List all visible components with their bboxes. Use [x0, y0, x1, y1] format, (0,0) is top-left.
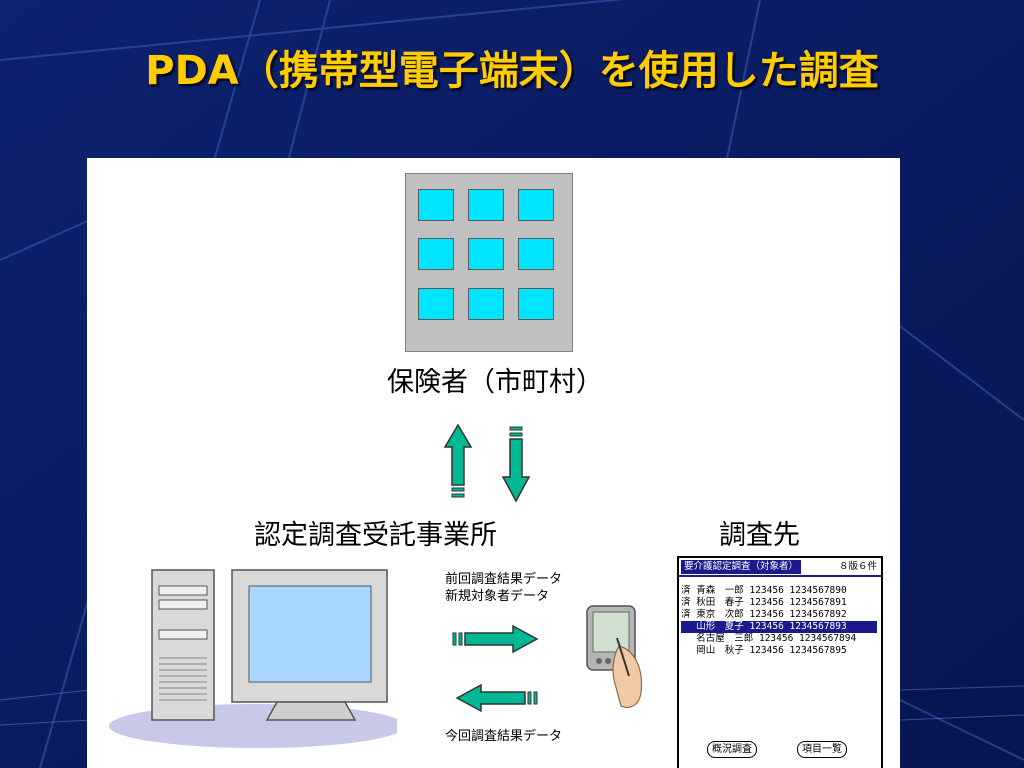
- item-list-button[interactable]: 項目一覧: [797, 741, 847, 758]
- pda-header-divider: [679, 575, 881, 577]
- pda-list-row[interactable]: 名古屋 三郎 123456 1234567894: [681, 633, 877, 645]
- pda-row-status: 済: [681, 609, 697, 620]
- pda-row-number: 1234567890: [789, 585, 847, 596]
- pda-row-status: [681, 633, 696, 644]
- pda-row-name: 名古屋 三郎: [696, 633, 759, 644]
- pda-row-name: 山形 夏子: [696, 621, 750, 632]
- pda-device-icon: [586, 605, 643, 709]
- pda-row-name: 青森 一郎: [696, 585, 750, 596]
- pda-row-code: 123456: [749, 645, 790, 656]
- pda-row-status: [681, 621, 696, 632]
- pda-row-name: 岡山 秋子: [696, 645, 750, 656]
- computer-icon: [109, 569, 397, 748]
- overview-survey-button[interactable]: 概況調査: [707, 741, 757, 758]
- exchange-arrows-horizontal-icon: [452, 624, 539, 713]
- pda-row-name: 東京 次郎: [696, 609, 750, 620]
- pda-row-code: 123456: [749, 597, 790, 608]
- pda-list-row[interactable]: 済 秋田 春子 123456 1234567891: [681, 597, 877, 609]
- pda-list-row[interactable]: 済 青森 一郎 123456 1234567890: [681, 585, 877, 597]
- pda-screen: 要介護認定調査（対象者） ８版６件 済 青森 一郎 123456 1234567…: [677, 556, 883, 768]
- pda-list-row[interactable]: 山形 夏子 123456 1234567893: [681, 621, 877, 633]
- pda-row-name: 秋田 春子: [696, 597, 750, 608]
- site-label: 調査先: [719, 520, 800, 551]
- pda-row-code: 123456: [749, 621, 790, 632]
- insurer-building-icon: [405, 173, 573, 352]
- pda-row-code: 123456: [749, 585, 790, 596]
- pda-row-number: 1234567894: [799, 633, 857, 644]
- pda-row-code: 123456: [749, 609, 790, 620]
- slide-title: PDA（携帯型電子端末）を使用した調査: [145, 48, 879, 94]
- pda-header-tab[interactable]: 要介護認定調査（対象者）: [681, 560, 802, 574]
- data-out-label-1: 前回調査結果データ: [445, 572, 563, 587]
- pda-row-number: 1234567892: [789, 609, 847, 620]
- pda-row-status: 済: [681, 597, 697, 608]
- insurer-label: 保険者（市町村）: [387, 367, 603, 398]
- pda-row-status: 済: [681, 585, 697, 596]
- data-back-label: 今回調査結果データ: [445, 729, 563, 744]
- office-label: 認定調査受託事業所: [254, 520, 497, 551]
- exchange-arrows-vertical-icon: [443, 423, 531, 503]
- pda-list-row[interactable]: 済 東京 次郎 123456 1234567892: [681, 609, 877, 621]
- pda-row-number: 1234567891: [789, 597, 847, 608]
- pda-row-status: [681, 645, 696, 656]
- pda-row-number: 1234567895: [789, 645, 847, 656]
- pda-row-number: 1234567893: [789, 621, 847, 632]
- diagram-panel: 保険者（市町村） 認定調査受託事業所 調査先 前回調査結果データ 新規対象者デ: [87, 158, 900, 768]
- data-out-label-2: 新規対象者データ: [445, 589, 550, 604]
- pda-list-row[interactable]: 岡山 秋子 123456 1234567895: [681, 645, 877, 657]
- pda-count: ８版６件: [838, 561, 877, 572]
- pda-row-code: 123456: [758, 633, 800, 644]
